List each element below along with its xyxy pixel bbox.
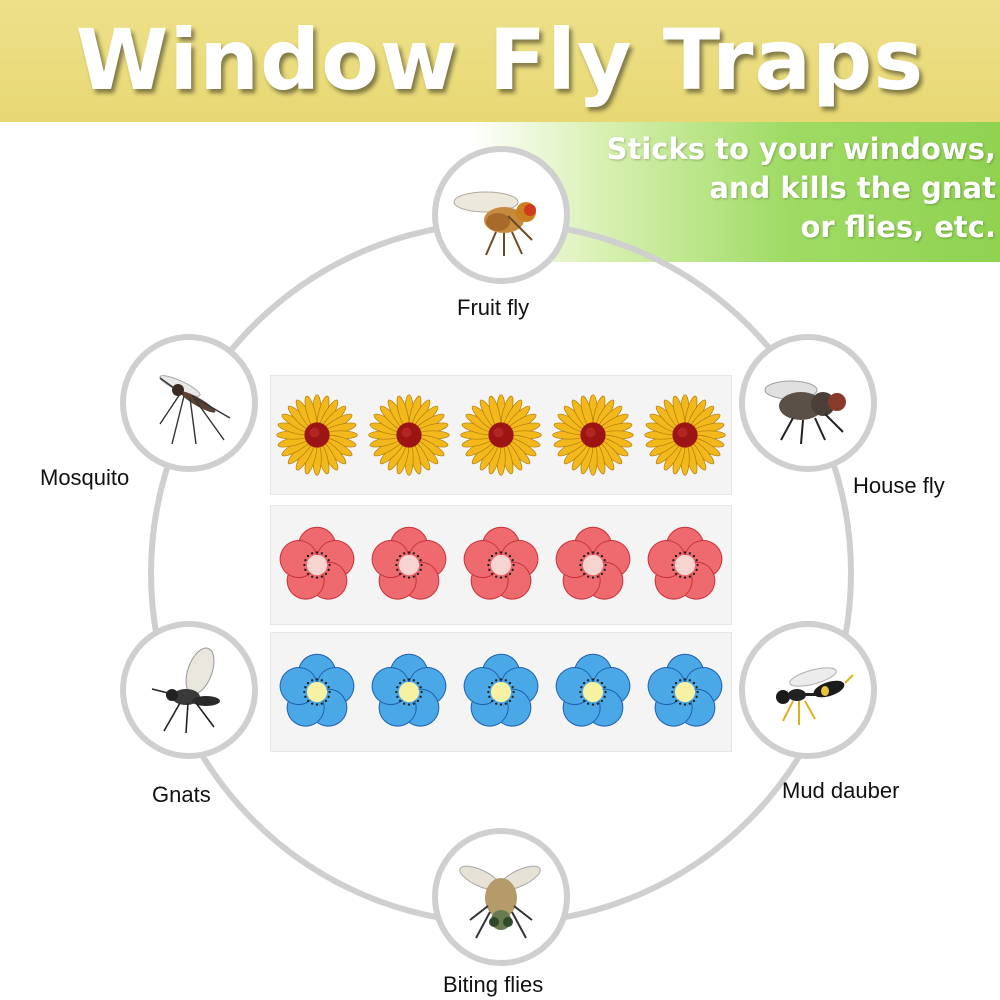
blue-flower-icon bbox=[279, 653, 355, 727]
biting-fly-node bbox=[432, 828, 570, 966]
mosquito-node bbox=[120, 334, 258, 472]
tagline-line: and kills the gnat bbox=[709, 171, 996, 205]
fruit-fly-icon bbox=[453, 191, 536, 256]
blue-flower-icon bbox=[555, 653, 631, 727]
pest-label-mud-dauber: Mud dauber bbox=[782, 778, 900, 803]
biting-fly-icon bbox=[459, 865, 541, 939]
pest-label-biting-flies: Biting flies bbox=[443, 972, 544, 997]
red-flower-icon bbox=[279, 526, 355, 600]
tagline-line: or flies, etc. bbox=[800, 210, 996, 244]
house-fly-node bbox=[739, 334, 877, 472]
pest-label-gnats: Gnats bbox=[152, 782, 211, 807]
sunflower-icon bbox=[460, 394, 542, 476]
sunflower-icon bbox=[552, 394, 634, 476]
gnat-node bbox=[120, 621, 258, 759]
blue-flower-trap-sheet bbox=[270, 632, 732, 752]
gnat-icon bbox=[151, 647, 220, 734]
pest-label-house-fly: House fly bbox=[853, 473, 945, 498]
tagline-line: Sticks to your windows, bbox=[606, 132, 996, 166]
sunflower-icon bbox=[368, 394, 450, 476]
red-flower-icon bbox=[555, 526, 631, 600]
pest-label-mosquito: Mosquito bbox=[40, 465, 130, 490]
fruit-fly-node bbox=[432, 146, 570, 284]
tagline: Sticks to your windows, and kills the gn… bbox=[496, 130, 996, 247]
red-flower-trap-sheet bbox=[270, 505, 732, 625]
red-flower-icon bbox=[647, 526, 723, 600]
blue-flower-icon bbox=[647, 653, 723, 727]
blue-flower-icon bbox=[463, 653, 539, 727]
title-banner: Window Fly Traps bbox=[0, 0, 1000, 122]
red-flower-icon bbox=[371, 526, 447, 600]
pest-label-fruit-fly: Fruit fly bbox=[457, 295, 530, 320]
house-fly-icon bbox=[764, 380, 846, 445]
red-flower-icon bbox=[463, 526, 539, 600]
blue-flower-icon bbox=[371, 653, 447, 727]
page-title: Window Fly Traps bbox=[75, 11, 925, 109]
sunflower-icon bbox=[644, 394, 726, 476]
mud-dauber-node bbox=[739, 621, 877, 759]
sunflower-icon bbox=[276, 394, 358, 476]
mud-dauber-icon bbox=[776, 667, 854, 725]
sunflower-trap-sheet bbox=[270, 375, 732, 495]
mosquito-icon bbox=[159, 375, 231, 445]
